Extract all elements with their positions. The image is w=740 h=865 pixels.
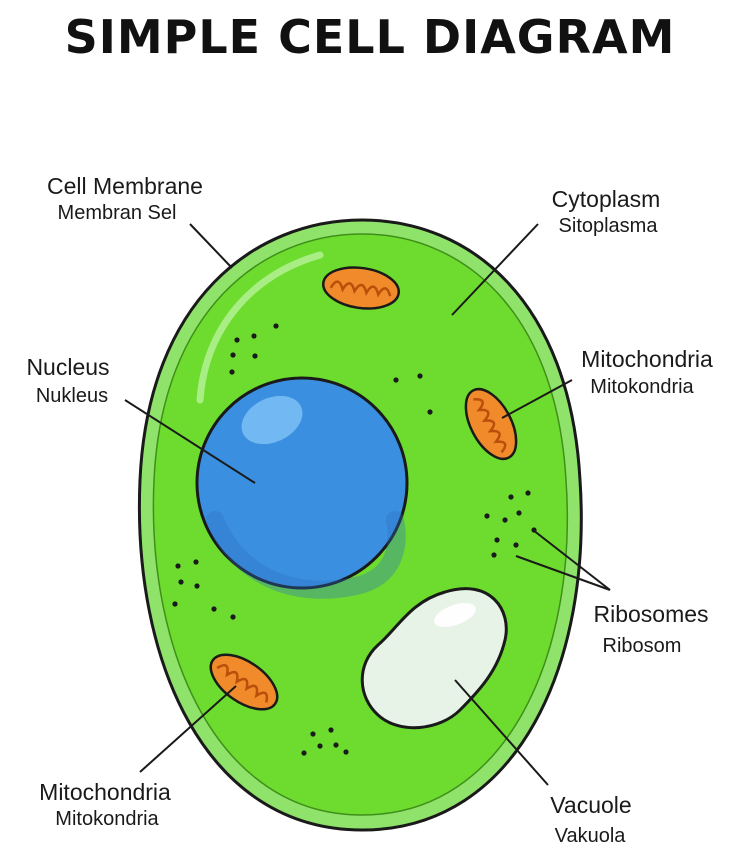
label-mitochondria-left-en: Mitochondria — [39, 779, 171, 805]
ribosomes — [172, 323, 537, 756]
label-nucleus-en: Nucleus — [26, 354, 109, 380]
label-mitochondria-right-en: Mitochondria — [581, 346, 713, 372]
leader-cytoplasm — [451, 223, 539, 316]
label-cytoplasm-id: Sitoplasma — [559, 215, 659, 237]
leader-ribosomes-b — [515, 555, 611, 591]
label-ribosomes-id: Ribosom — [603, 635, 682, 657]
page-title: SIMPLE CELL DIAGRAM — [64, 10, 676, 64]
label-mitochondria-right-id: Mitokondria — [590, 376, 694, 398]
label-vacuole-id: Vakuola — [555, 825, 627, 847]
leader-nucleus — [124, 399, 256, 484]
cytoplasm-highlight — [196, 251, 324, 404]
mitochondrion-left — [209, 653, 279, 711]
leader-lines — [124, 223, 611, 786]
label-nucleus-id: Nukleus — [36, 385, 108, 407]
label-ribosomes-en: Ribosomes — [593, 601, 708, 627]
leader-vacuole — [454, 679, 549, 786]
nucleus-highlight — [241, 395, 303, 445]
label-cell-membrane-en: Cell Membrane — [47, 173, 203, 199]
leader-mitochondria-right — [501, 379, 573, 419]
leader-ribosomes-a — [532, 529, 611, 591]
vacuole-highlight — [434, 602, 476, 628]
leader-mitochondria-left — [139, 685, 237, 773]
mitochondrion-top — [322, 266, 400, 310]
label-cell-membrane-id: Membran Sel — [58, 202, 177, 224]
label-cytoplasm-en: Cytoplasm — [552, 186, 661, 212]
leader-cell-membrane — [189, 223, 233, 269]
mitochondrion-right — [464, 387, 518, 461]
label-vacuole-en: Vacuole — [550, 792, 631, 818]
label-mitochondria-left-id: Mitokondria — [55, 808, 159, 830]
nucleus-shadow — [206, 511, 406, 599]
vacuole — [360, 587, 508, 730]
